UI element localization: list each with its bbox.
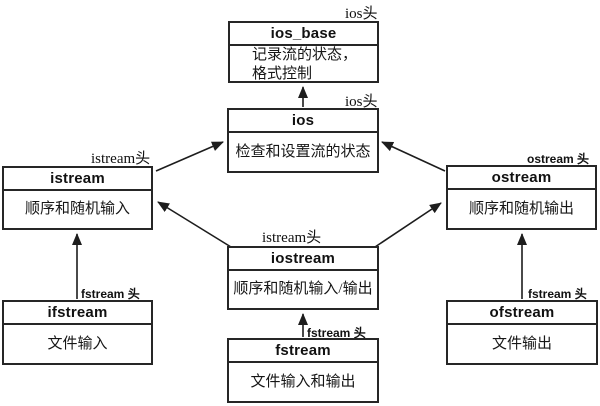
box-istream: istream 顺序和随机输入 <box>2 166 153 230</box>
box-ios-desc: 检查和设置流的状态 <box>235 143 371 160</box>
header-label-ios-base: ios头 <box>345 6 378 22</box>
box-ios-base: ios_base 记录流的状态， 格式控制 <box>228 21 379 83</box>
box-ios-title: ios <box>229 110 377 133</box>
box-ostream-title: ostream <box>448 167 595 190</box>
box-ios: ios 检查和设置流的状态 <box>227 108 379 173</box>
header-label-fstream: fstream 头 <box>307 326 366 340</box>
arrow-ostream-to-ios <box>381 141 446 172</box>
arrow-iostream-to-istream <box>157 201 232 248</box>
box-ostream: ostream 顺序和随机输出 <box>446 165 597 230</box>
header-label-ostream: ostream 头 <box>527 152 590 166</box>
header-label-ofstream: fstream 头 <box>528 287 587 301</box>
box-iostream-title: iostream <box>229 248 377 271</box>
box-ofstream: ofstream 文件输出 <box>446 300 598 365</box>
box-iostream-desc: 顺序和随机输入/输出 <box>233 281 373 297</box>
box-iostream: iostream 顺序和随机输入/输出 <box>227 246 379 310</box>
header-label-ifstream: fstream 头 <box>81 287 140 301</box>
box-fstream: fstream 文件输入和输出 <box>227 338 379 403</box>
arrow-istream-to-ios <box>155 141 224 172</box>
box-istream-desc: 顺序和随机输入 <box>24 201 130 217</box>
box-ios-base-title: ios_base <box>230 23 377 46</box>
box-ifstream-title: ifstream <box>4 302 151 325</box>
box-ifstream-desc: 文件输入 <box>47 335 108 352</box>
header-label-istream: istream头 <box>91 151 151 167</box>
box-istream-title: istream <box>4 168 151 191</box>
box-ostream-desc: 顺序和随机输出 <box>468 200 574 217</box>
header-label-iostream: istream头 <box>262 230 322 246</box>
arrow-iostream-to-ostream <box>374 202 442 248</box>
box-ofstream-desc: 文件输出 <box>491 335 552 352</box>
box-fstream-title: fstream <box>229 340 377 363</box>
box-ifstream: ifstream 文件输入 <box>2 300 153 365</box>
box-ofstream-title: ofstream <box>448 302 596 325</box>
box-ios-base-desc: 记录流的状态， 格式控制 <box>252 47 358 82</box>
header-label-ios: ios头 <box>345 94 378 110</box>
box-fstream-desc: 文件输入和输出 <box>250 373 356 390</box>
